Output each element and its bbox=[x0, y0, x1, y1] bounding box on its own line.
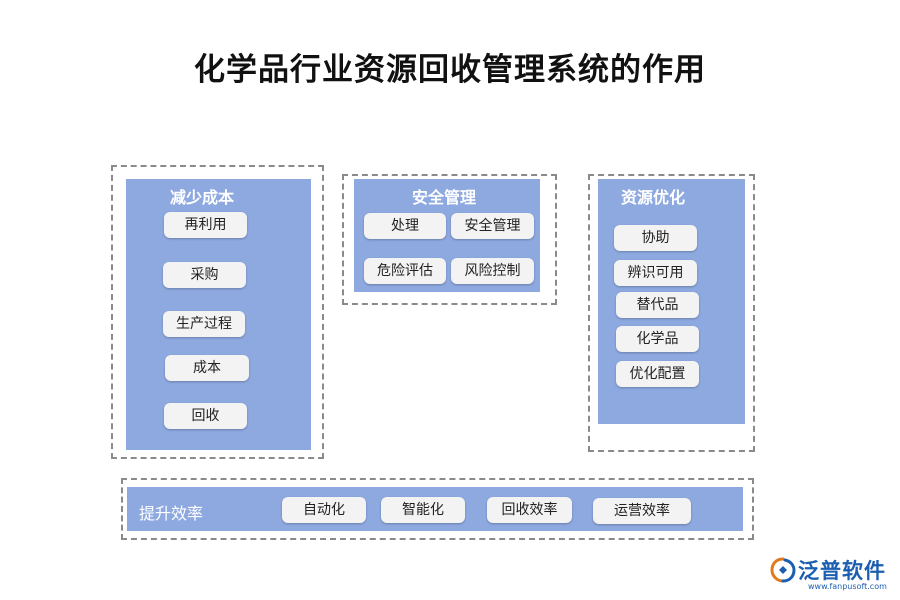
reduce-cost-frame bbox=[111, 165, 324, 459]
reduce-cost-title: 减少成本 bbox=[170, 188, 235, 207]
resource-item: 辨识可用 bbox=[614, 260, 697, 286]
safety-item: 风险控制 bbox=[451, 258, 534, 284]
resource-item: 协助 bbox=[614, 225, 697, 251]
reduce-cost-item: 成本 bbox=[165, 355, 249, 381]
resource-item: 化学品 bbox=[616, 326, 699, 352]
efficiency-frame bbox=[121, 478, 754, 540]
resource-item: 替代品 bbox=[616, 292, 699, 318]
efficiency-item: 自动化 bbox=[282, 497, 366, 523]
fanpu-logo-icon bbox=[770, 557, 796, 583]
brand-logo: 泛普软件 www.fanpusoft.com bbox=[770, 553, 895, 597]
safety-item: 危险评估 bbox=[364, 258, 446, 284]
safety-frame bbox=[342, 174, 557, 305]
safety-title: 安全管理 bbox=[412, 188, 477, 207]
efficiency-title: 提升效率 bbox=[139, 504, 204, 523]
efficiency-item: 运营效率 bbox=[593, 498, 691, 524]
reduce-cost-item: 回收 bbox=[164, 403, 247, 429]
efficiency-item: 智能化 bbox=[381, 497, 465, 523]
reduce-cost-item: 生产过程 bbox=[163, 311, 245, 337]
logo-name: 泛普软件 bbox=[798, 559, 886, 583]
resource-title: 资源优化 bbox=[621, 188, 686, 207]
safety-item: 处理 bbox=[364, 213, 446, 239]
reduce-cost-item: 再利用 bbox=[164, 212, 247, 238]
page-title: 化学品行业资源回收管理系统的作用 bbox=[194, 52, 706, 88]
efficiency-item: 回收效率 bbox=[487, 497, 572, 523]
safety-item: 安全管理 bbox=[451, 213, 534, 239]
resource-item: 优化配置 bbox=[616, 361, 699, 387]
resource-frame bbox=[588, 174, 755, 452]
reduce-cost-item: 采购 bbox=[163, 262, 246, 288]
logo-url: www.fanpusoft.com bbox=[808, 582, 887, 591]
